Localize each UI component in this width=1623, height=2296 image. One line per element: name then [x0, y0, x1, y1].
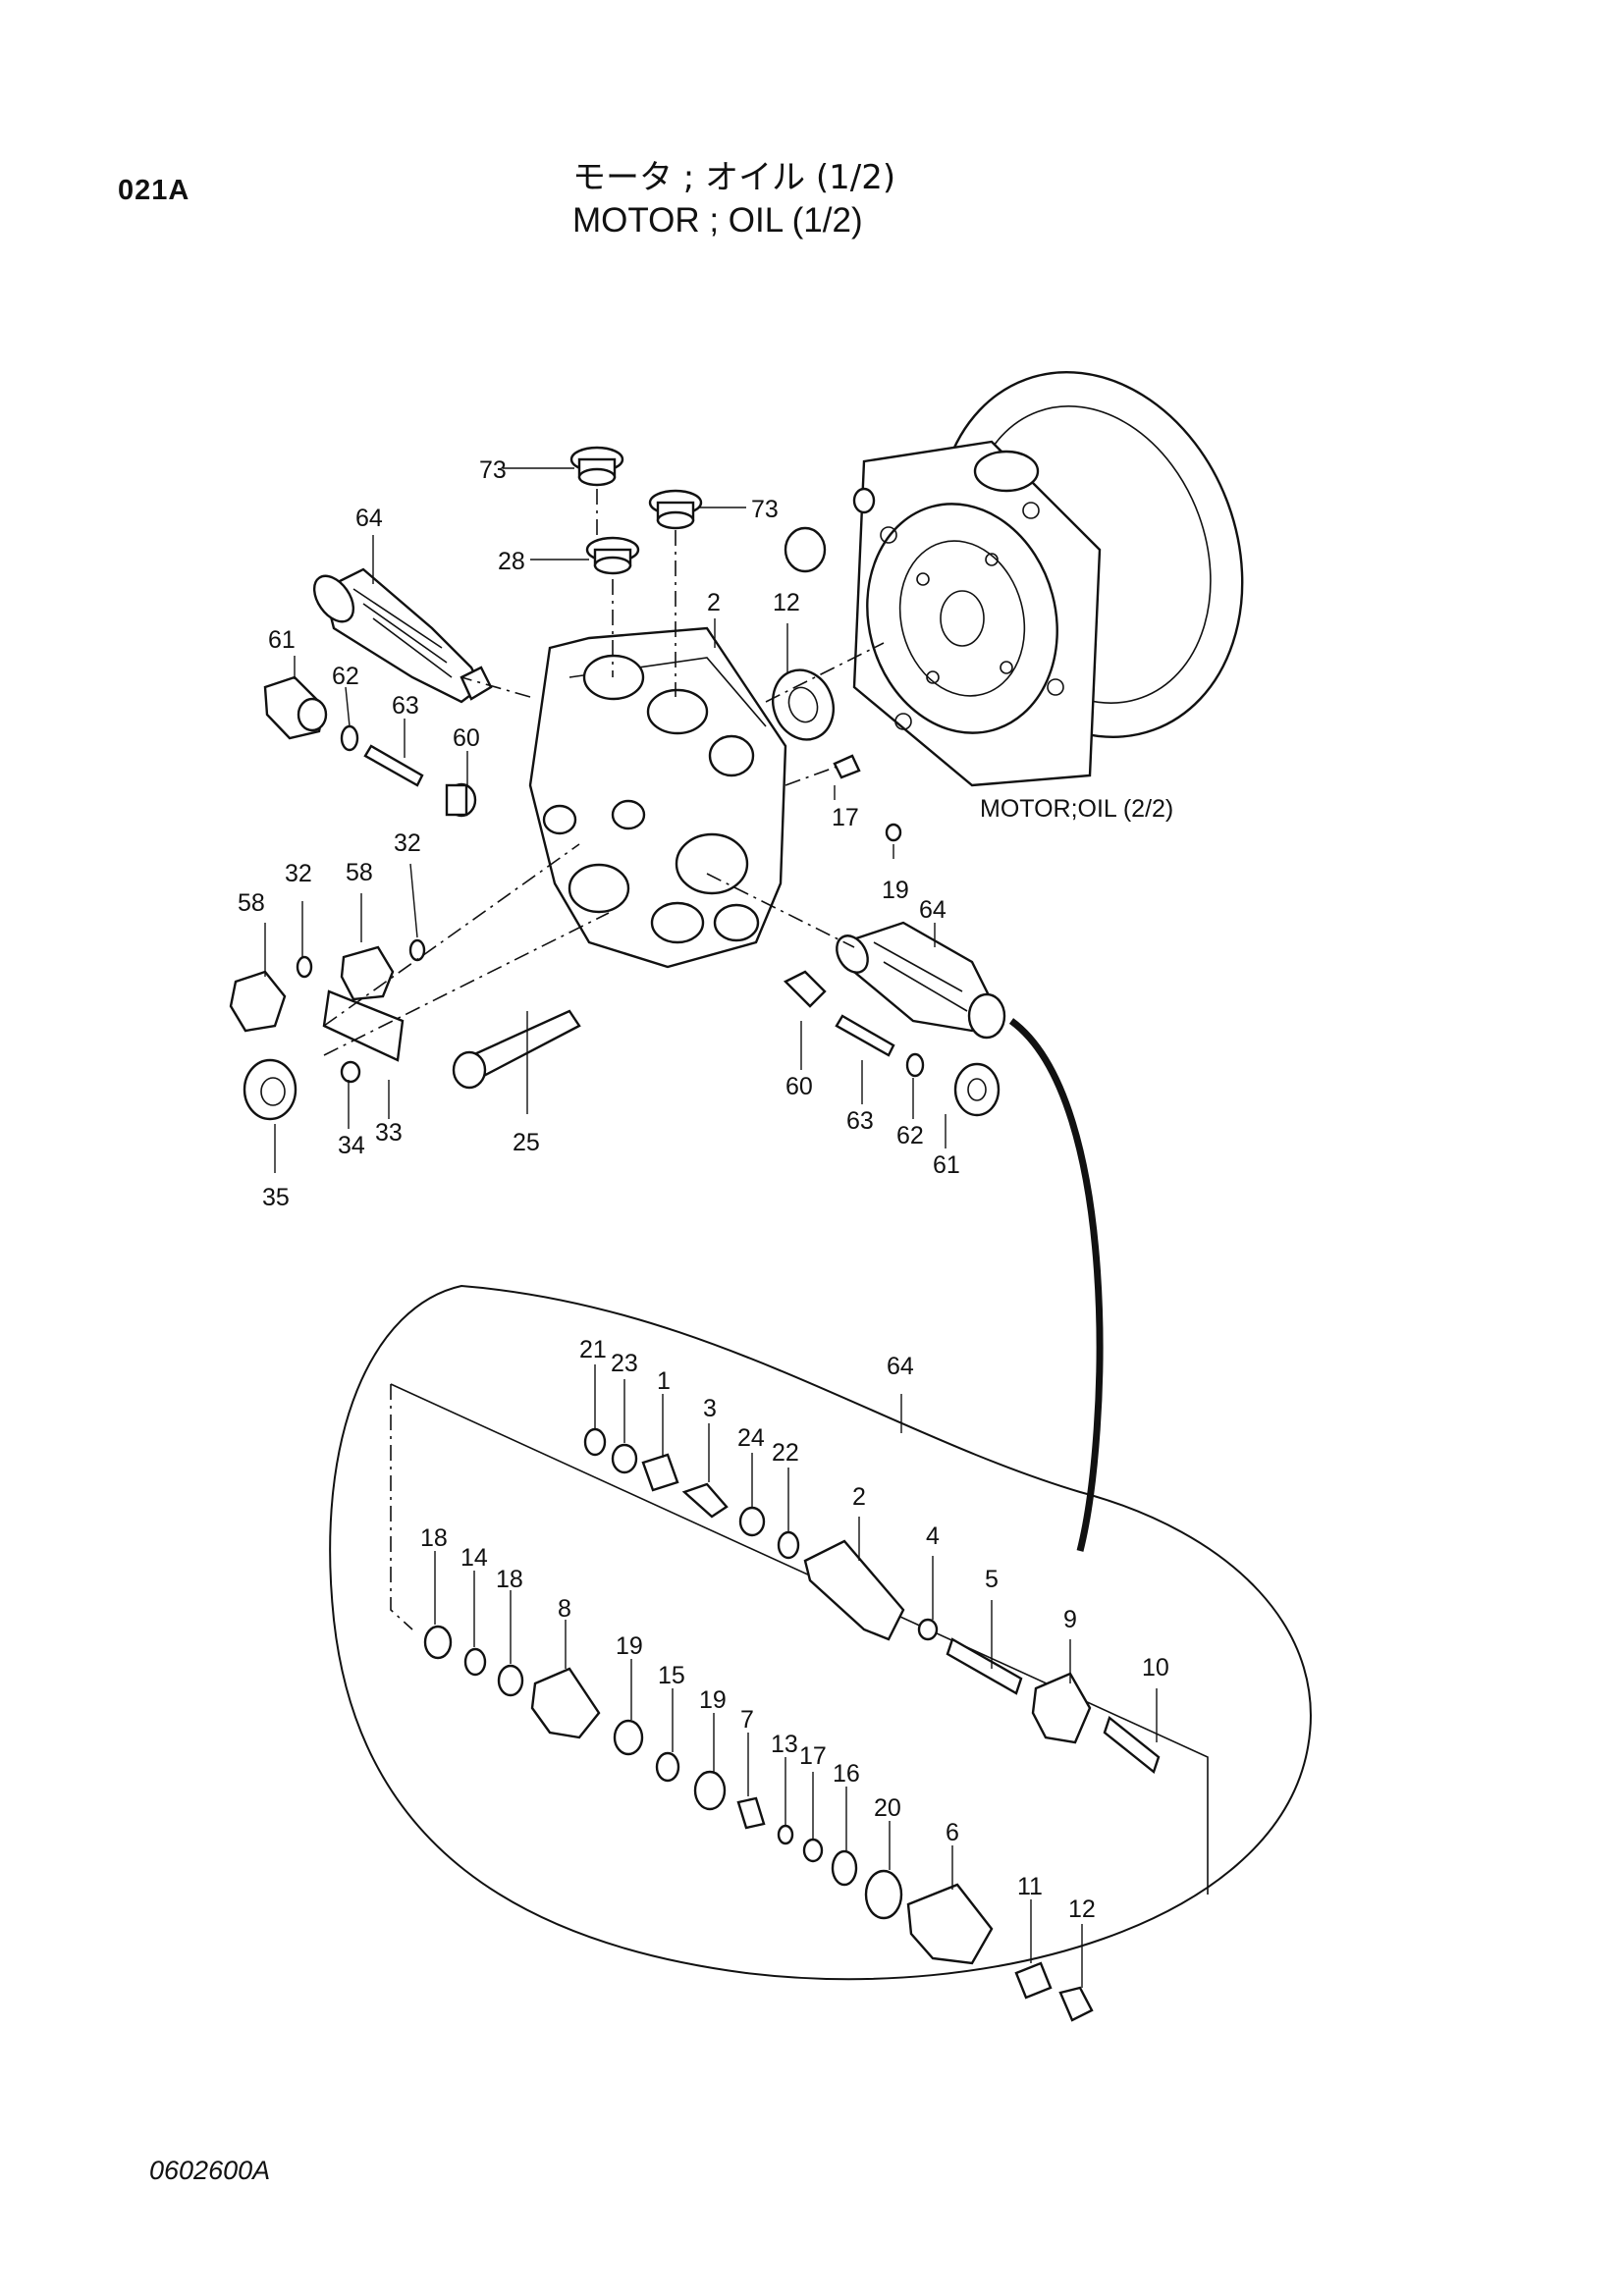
callout: 13: [771, 1731, 798, 1758]
callout: 22: [772, 1439, 799, 1467]
callout: 1: [657, 1367, 671, 1395]
callout: 18: [420, 1524, 448, 1552]
detail-parts: [423, 1427, 1161, 2022]
callout: 11: [1017, 1873, 1043, 1900]
callout: 60: [453, 724, 480, 752]
callout: 16: [833, 1760, 860, 1788]
callout: 24: [737, 1424, 765, 1452]
callout: 19: [882, 877, 909, 904]
callout: 9: [1063, 1606, 1077, 1633]
callout: 2: [707, 589, 721, 616]
callout: 34: [338, 1132, 365, 1159]
motor-reference-label: MOTOR;OIL (2/2): [980, 795, 1173, 823]
plug-parts: [229, 675, 581, 1121]
callout: 62: [896, 1122, 924, 1149]
washer-parts: [569, 446, 703, 697]
callout: 3: [703, 1395, 717, 1422]
callout: 64: [919, 896, 947, 924]
callout: 73: [751, 496, 779, 523]
callout: 7: [740, 1706, 754, 1734]
detail-callout-leaders: [434, 1364, 1158, 1988]
callout: 28: [498, 548, 525, 575]
page-title-english: MOTOR ; OIL (1/2): [572, 201, 863, 240]
callout: 61: [268, 626, 296, 654]
callout: 25: [513, 1129, 540, 1156]
callout: 63: [392, 692, 419, 720]
relief-valve-lower-right: [783, 754, 1006, 1117]
callout: 14: [460, 1544, 488, 1572]
valve-block: [528, 626, 787, 969]
relief-valve-upper: [312, 567, 493, 704]
callout-leaders: [264, 467, 947, 1173]
callout: 2: [852, 1483, 866, 1511]
callout: 73: [479, 456, 507, 484]
callout: 62: [332, 663, 359, 690]
page-title-japanese: モータ ; オイル (1/2): [572, 158, 896, 197]
callout: 17: [799, 1742, 827, 1770]
drawing-code: 0602600A: [149, 2156, 271, 2185]
detail-enclosure: [329, 1284, 1312, 1981]
motor-housing: [784, 371, 1244, 787]
callout: 35: [262, 1184, 290, 1211]
callout: 32: [285, 860, 312, 887]
callout: 5: [985, 1566, 999, 1593]
callout: 8: [558, 1595, 571, 1623]
callout: 19: [616, 1632, 643, 1660]
callout: 19: [699, 1686, 727, 1714]
callout: 21: [579, 1336, 607, 1363]
callouts-upper: 73 73 28 64 2 12 61 62 63 60 17 19 64 32…: [238, 456, 960, 1211]
callout: 15: [658, 1662, 685, 1689]
callout: 18: [496, 1566, 523, 1593]
callout: 23: [611, 1350, 638, 1377]
callout: 58: [346, 859, 373, 886]
callout: 12: [773, 589, 800, 616]
callout: 17: [832, 804, 859, 831]
bearing-part: [772, 668, 835, 741]
callout: 20: [874, 1794, 901, 1822]
callout: 61: [933, 1151, 960, 1179]
callout: 60: [785, 1073, 813, 1100]
callouts-detail: 21 23 1 3 24 22 64 2 4 5 9 10 18 14 18 8…: [420, 1336, 1169, 1923]
page-code: 021A: [118, 175, 190, 206]
callout: 10: [1142, 1654, 1169, 1682]
callout: 64: [355, 505, 383, 532]
callout: 4: [926, 1522, 940, 1550]
callout: 33: [375, 1119, 403, 1147]
callout: 6: [946, 1819, 959, 1846]
callout: 63: [846, 1107, 874, 1135]
callout: 32: [394, 829, 421, 857]
callout: 64: [887, 1353, 914, 1380]
callout: 58: [238, 889, 265, 917]
callout: 12: [1068, 1896, 1096, 1923]
